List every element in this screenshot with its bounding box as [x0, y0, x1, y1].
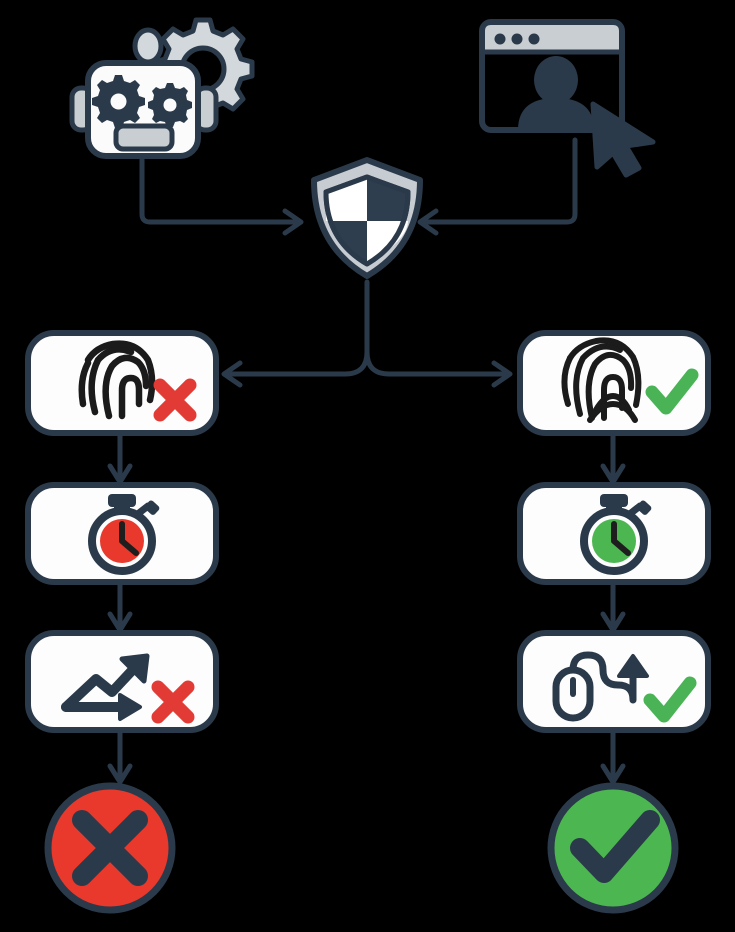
robot-eye-right-gear-icon — [148, 83, 192, 127]
browser-dot-3 — [528, 33, 540, 45]
robot-mouth — [113, 123, 175, 152]
cross-mark-icon — [151, 680, 195, 724]
connector-fail-step2-step3 — [107, 579, 133, 633]
connector-fail-step3-result — [107, 727, 133, 785]
connector-bot-to-shield — [139, 152, 304, 236]
fingerprint-icon — [561, 337, 642, 423]
browser-dot-2 — [511, 33, 523, 45]
check-mark-icon — [643, 676, 697, 723]
connector-fail-step1-step2 — [107, 430, 133, 485]
connector-pass-step2-step3 — [600, 579, 626, 633]
fingerprint-icon — [78, 340, 156, 420]
fail-result-circle[interactable] — [44, 782, 176, 914]
connector-pass-step3-result — [600, 727, 626, 785]
pass-step-box-3[interactable] — [517, 630, 711, 733]
robot-eye-left-gear-icon — [92, 75, 145, 128]
cross-mark-icon — [153, 378, 197, 422]
fail-step-box-2[interactable] — [25, 482, 219, 585]
check-mark-icon — [645, 368, 699, 415]
fail-step-box-1[interactable] — [25, 330, 219, 436]
stopwatch-icon — [580, 494, 652, 575]
check-circle-icon — [570, 810, 660, 883]
pass-step-box-1[interactable] — [517, 330, 711, 436]
browser-dot-1 — [494, 33, 506, 45]
connector-shield-split — [221, 279, 513, 388]
stopwatch-icon — [88, 494, 160, 575]
browser-user-cursor-icon — [479, 19, 656, 178]
trend-arrow-icon — [61, 653, 150, 721]
robot-with-gear-icon — [69, 17, 255, 159]
cross-circle-icon — [72, 810, 148, 886]
connector-pass-step1-step2 — [600, 430, 626, 485]
mouse-path-arrow-icon — [552, 651, 649, 722]
shield-icon — [311, 157, 423, 279]
cursor-arrow-icon — [590, 101, 656, 178]
fail-step-box-3[interactable] — [25, 630, 219, 733]
pass-step-box-2[interactable] — [517, 482, 711, 585]
browser-titlebar — [485, 25, 619, 52]
connector-browser-to-shield — [417, 137, 578, 236]
user-avatar-icon — [518, 56, 594, 130]
pass-result-circle[interactable] — [547, 782, 679, 914]
